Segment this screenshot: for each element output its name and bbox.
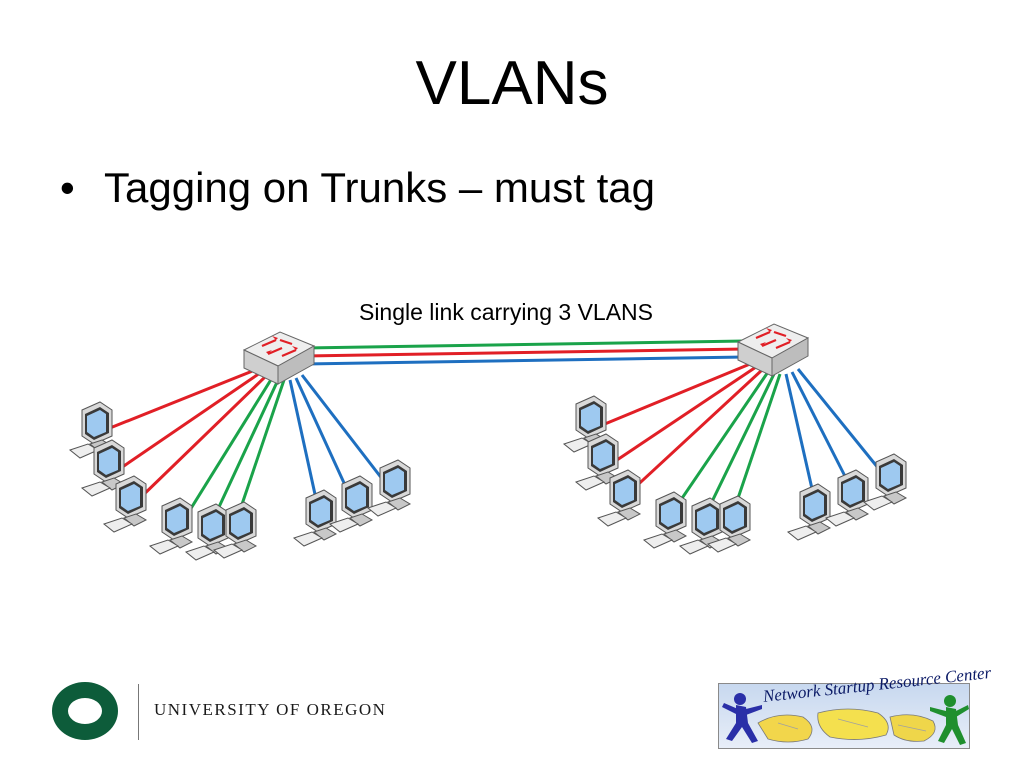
computer-icon [863,453,907,511]
nsrc-logo: Network Startup Resource Center [718,663,992,749]
logo-divider [138,684,139,740]
right-access-links [599,362,885,517]
computer-icon [643,491,687,549]
nsrc-banner-icon [718,683,970,749]
computer-icon [293,489,337,547]
left-computers [69,401,411,561]
university-logo: UNIVERSITY OF OREGON [48,680,388,746]
bullet-item: • Tagging on Trunks – must tag [60,158,655,218]
trunk-label: Single link carrying 3 VLANS [359,299,653,325]
bullet-dot: • [60,164,75,211]
slide-title: VLANs [415,49,609,118]
computer-icon [825,469,869,527]
computer-icon [149,497,193,555]
left-access-links [99,368,385,523]
bullet-text: Tagging on Trunks – must tag [104,164,655,211]
university-name: UNIVERSITY OF OREGON [154,700,387,719]
trunk-link [304,339,746,366]
oregon-o-icon [52,682,118,740]
right-switch-icon [736,322,810,378]
computer-icon [787,483,831,541]
vlan-network-diagram: Single link carrying 3 VLANS [69,299,907,561]
